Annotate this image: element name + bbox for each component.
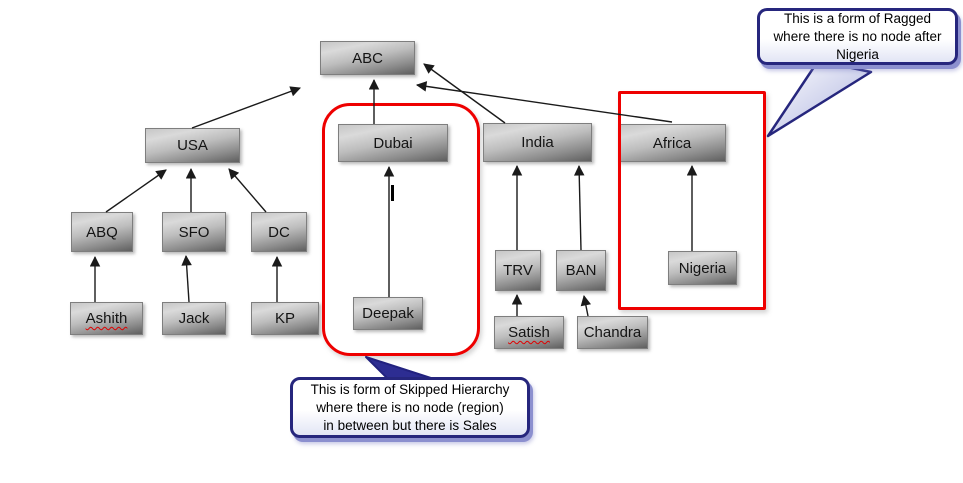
node-abc-label: ABC bbox=[352, 49, 383, 67]
node-ashith: Ashith bbox=[70, 302, 143, 335]
node-satish-label: Satish bbox=[508, 324, 550, 341]
node-india-label: India bbox=[521, 134, 554, 151]
connector-dc-usa bbox=[228, 168, 267, 213]
node-africa-label: Africa bbox=[652, 134, 692, 152]
node-dubai: Dubai bbox=[338, 124, 448, 162]
node-ashith-label: Ashith bbox=[85, 310, 128, 327]
node-kp: KP bbox=[251, 302, 319, 335]
ragged-callout: This is a form of Ragged where there is … bbox=[757, 8, 958, 65]
node-usa: USA bbox=[145, 128, 240, 163]
node-dc-label: DC bbox=[268, 223, 290, 241]
node-abc: ABC bbox=[320, 41, 415, 75]
connector-africa-abc bbox=[415, 81, 673, 123]
node-trv: TRV bbox=[495, 250, 541, 291]
node-dubai-label: Dubai bbox=[373, 134, 413, 152]
node-abq: ABQ bbox=[71, 212, 133, 252]
node-jack-label: Jack bbox=[178, 310, 210, 327]
skipped-callout-text: This is form of Skipped Hierarchy where … bbox=[310, 381, 510, 433]
skipped-callout: This is form of Skipped Hierarchy where … bbox=[290, 377, 530, 438]
node-nigeria: Nigeria bbox=[668, 251, 737, 285]
node-chandra-label: Chandra bbox=[583, 324, 642, 341]
connector-usa-abc bbox=[191, 86, 301, 129]
text-cursor-mark bbox=[391, 185, 394, 201]
node-deepak-label: Deepak bbox=[362, 305, 414, 322]
node-sfo: SFO bbox=[162, 212, 226, 252]
node-jack: Jack bbox=[162, 302, 226, 335]
ragged-callout-text: This is a form of Ragged where there is … bbox=[773, 10, 942, 62]
connector-abq-usa bbox=[105, 169, 167, 213]
connector-jack-sfo bbox=[181, 254, 192, 303]
node-dc: DC bbox=[251, 212, 307, 252]
node-deepak: Deepak bbox=[353, 297, 423, 330]
node-ban-label: BAN bbox=[565, 262, 597, 279]
ragged-callout-tail bbox=[766, 59, 873, 138]
connector-india-abc bbox=[423, 63, 506, 124]
node-satish: Satish bbox=[494, 316, 564, 349]
node-usa-label: USA bbox=[177, 137, 208, 154]
node-africa: Africa bbox=[618, 124, 726, 162]
node-chandra: Chandra bbox=[577, 316, 648, 349]
node-kp-label: KP bbox=[274, 310, 295, 327]
node-trv-label: TRV bbox=[503, 262, 533, 279]
node-abq-label: ABQ bbox=[86, 223, 118, 241]
connector-ban-india bbox=[573, 164, 585, 251]
connector-chandra-ban bbox=[580, 294, 592, 317]
node-nigeria-label: Nigeria bbox=[678, 259, 727, 277]
node-sfo-label: SFO bbox=[178, 223, 210, 241]
node-ban: BAN bbox=[556, 250, 606, 291]
node-india: India bbox=[483, 123, 592, 162]
